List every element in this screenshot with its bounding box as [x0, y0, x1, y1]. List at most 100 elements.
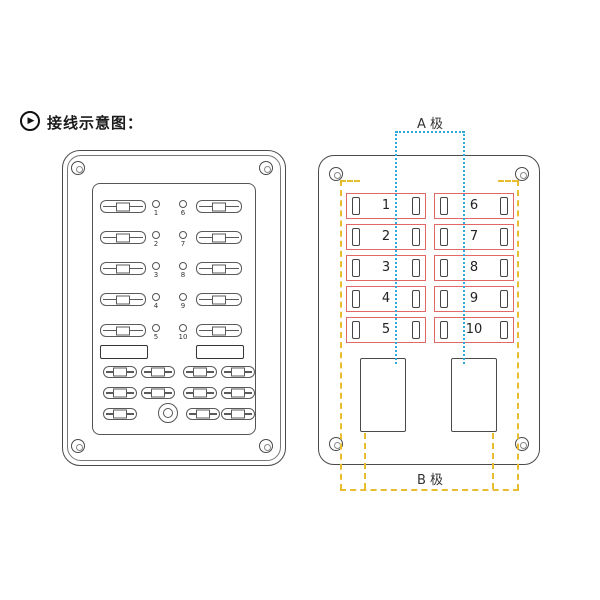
terminal-slot-icon [500, 259, 508, 277]
terminal-slot-icon [440, 321, 448, 339]
terminal-number: 6 [469, 198, 479, 214]
screw-icon [329, 167, 343, 181]
terminal-slot-icon [352, 259, 360, 277]
fuse-icon [183, 366, 217, 378]
fuse-icon [196, 324, 242, 337]
terminal-slot-icon [352, 228, 360, 246]
terminal-cell-9: 9 [434, 286, 514, 312]
terminal-slot-icon [412, 321, 420, 339]
indicator-number: 2 [153, 240, 159, 248]
fuse-icon [196, 200, 242, 213]
terminal-slot-icon [440, 228, 448, 246]
fuse-box-recess [92, 183, 256, 435]
terminal-cell-8: 8 [434, 255, 514, 281]
fuse-icon [186, 408, 220, 420]
screw-icon [259, 439, 273, 453]
fuse-icon [100, 231, 146, 244]
terminal-slot-icon [352, 321, 360, 339]
indicator-circle-icon [179, 200, 187, 208]
fuse-icon [100, 200, 146, 213]
indicator-circle-icon [179, 324, 187, 332]
indicator-10: 10 [177, 324, 189, 341]
terminal-slot-icon [412, 228, 420, 246]
terminal-slot-icon [500, 290, 508, 308]
screw-icon [71, 439, 85, 453]
terminal-slot-icon [352, 290, 360, 308]
terminal-slot-icon [500, 197, 508, 215]
terminal-number: 7 [469, 229, 479, 245]
pole-b-line-inner-left [364, 433, 366, 489]
bus-bar-rect [451, 358, 497, 432]
pole-a-line-right [463, 131, 465, 364]
terminal-cell-1: 1 [346, 193, 426, 219]
pole-a-label: A 极 [416, 117, 444, 132]
terminal-slot-icon [440, 197, 448, 215]
indicator-circle-icon [152, 293, 160, 301]
indicator-1: 1 [150, 200, 162, 217]
terminal-slot-icon [412, 197, 420, 215]
terminal-cell-4: 4 [346, 286, 426, 312]
fuse-icon [196, 293, 242, 306]
connector-slot-icon [196, 345, 244, 359]
indicator-3: 3 [150, 262, 162, 279]
terminal-slot-icon [440, 290, 448, 308]
fuse-icon [221, 366, 255, 378]
indicator-8: 8 [177, 262, 189, 279]
fuse-icon [141, 366, 175, 378]
screw-icon [515, 167, 529, 181]
terminal-number: 4 [381, 291, 391, 307]
fuse-icon [141, 387, 175, 399]
indicator-2: 2 [150, 231, 162, 248]
indicator-4: 4 [150, 293, 162, 310]
terminal-slot-icon [412, 259, 420, 277]
pole-a-line-left [395, 131, 397, 364]
screw-icon [71, 161, 85, 175]
fuse-icon [100, 262, 146, 275]
terminal-number: 10 [465, 322, 483, 338]
pole-b-jog-right [498, 180, 518, 182]
terminal-number: 8 [469, 260, 479, 276]
terminal-slot-icon [412, 290, 420, 308]
indicator-number: 4 [153, 302, 159, 310]
indicator-number: 1 [153, 209, 159, 217]
terminal-cell-7: 7 [434, 224, 514, 250]
fuse-icon [183, 387, 217, 399]
pole-b-line-left [340, 180, 342, 490]
terminal-slot-icon [440, 259, 448, 277]
screw-icon [259, 161, 273, 175]
indicator-number: 9 [180, 302, 186, 310]
fuse-icon [103, 366, 137, 378]
fuse-icon [196, 262, 242, 275]
indicator-circle-icon [152, 200, 160, 208]
terminal-cell-10: 10 [434, 317, 514, 343]
indicator-7: 7 [177, 231, 189, 248]
terminal-cell-6: 6 [434, 193, 514, 219]
connector-slot-icon [100, 345, 148, 359]
fuse-icon [103, 387, 137, 399]
pole-b-jog-left [340, 180, 360, 182]
terminal-number: 5 [381, 322, 391, 338]
pole-b-line-inner-right [492, 433, 494, 489]
fuse-icon [196, 231, 242, 244]
terminal-cell-2: 2 [346, 224, 426, 250]
indicator-6: 6 [177, 200, 189, 217]
fuse-icon [100, 324, 146, 337]
indicator-number: 6 [180, 209, 186, 217]
indicator-number: 8 [180, 271, 186, 279]
fuse-icon [103, 408, 137, 420]
indicator-9: 9 [177, 293, 189, 310]
pole-b-line-horizontal [340, 489, 519, 491]
indicator-circle-icon [179, 231, 187, 239]
indicator-number: 5 [153, 333, 159, 341]
terminal-number: 1 [381, 198, 391, 214]
indicator-circle-icon [179, 262, 187, 270]
terminal-cell-5: 5 [346, 317, 426, 343]
fuse-icon [100, 293, 146, 306]
indicator-circle-icon [152, 262, 160, 270]
indicator-5: 5 [150, 324, 162, 341]
terminal-slot-icon [500, 321, 508, 339]
indicator-number: 3 [153, 271, 159, 279]
terminal-slot-icon [352, 197, 360, 215]
screw-icon [515, 437, 529, 451]
